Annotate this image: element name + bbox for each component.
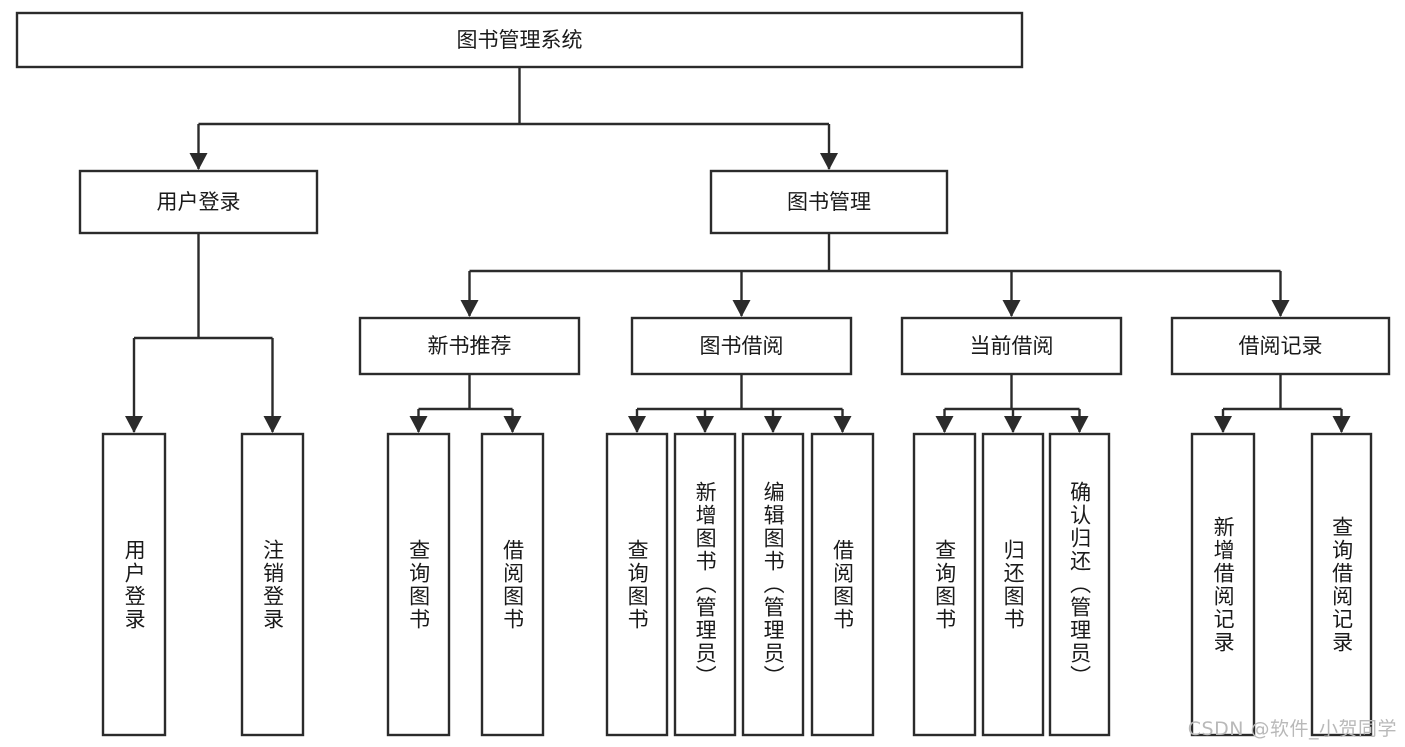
node-label-book-borrow: 图书借阅 — [700, 334, 784, 358]
arrow-head-icon — [189, 153, 208, 170]
node-box-leaf-user-login[interactable] — [101, 432, 167, 737]
node-label-leaf-confirm-return-admin: 确认归还（管理员） — [1067, 481, 1092, 688]
node-box-leaf-edit-book-admin[interactable] — [741, 432, 805, 737]
node-label-leaf-logout-login: 注销登录 — [260, 538, 285, 631]
watermark-text: CSDN @软件_小贺同学 — [1187, 718, 1397, 740]
node-label-leaf-user-login: 用户登录 — [122, 538, 147, 631]
node-box-book-borrow[interactable] — [630, 316, 853, 376]
arrow-head-icon — [696, 416, 714, 433]
node-box-leaf-borrow-book-1[interactable] — [480, 432, 545, 737]
node-box-leaf-add-book-admin[interactable] — [673, 432, 737, 737]
arrow-head-icon — [1214, 416, 1232, 433]
arrow-head-icon — [732, 300, 751, 317]
node-label-root: 图书管理系统 — [457, 28, 583, 52]
node-box-new-book-recommend[interactable] — [358, 316, 581, 376]
node-box-leaf-query-book-1[interactable] — [386, 432, 451, 737]
node-label-leaf-borrow-book-1: 借阅图书 — [500, 538, 525, 631]
boxes-layer — [15, 11, 1391, 737]
arrow-head-icon — [409, 416, 428, 433]
node-label-new-book-recommend: 新书推荐 — [428, 334, 512, 358]
connectors-layer — [125, 67, 1351, 433]
arrow-head-icon — [833, 416, 852, 433]
node-label-current-borrow: 当前借阅 — [970, 334, 1054, 358]
node-label-leaf-return-book: 归还图书 — [1001, 538, 1026, 631]
node-box-leaf-logout-login[interactable] — [240, 432, 305, 737]
node-label-user-login: 用户登录 — [157, 190, 241, 214]
arrow-head-icon — [125, 416, 143, 433]
node-label-book-manage: 图书管理 — [787, 190, 871, 214]
node-box-current-borrow[interactable] — [900, 316, 1123, 376]
arrow-head-icon — [1002, 300, 1021, 317]
arrow-head-icon — [628, 416, 646, 433]
node-label-leaf-edit-book-admin: 编辑图书（管理员） — [761, 481, 786, 688]
arrow-head-icon — [935, 416, 954, 433]
node-box-leaf-query-borrow-record[interactable] — [1310, 432, 1373, 737]
node-label-leaf-query-book-2: 查询图书 — [625, 538, 650, 631]
node-box-borrow-record[interactable] — [1170, 316, 1391, 376]
node-box-leaf-query-book-3[interactable] — [912, 432, 977, 737]
node-box-leaf-confirm-return-admin[interactable] — [1048, 432, 1111, 737]
node-label-borrow-record: 借阅记录 — [1239, 334, 1323, 358]
arrow-head-icon — [764, 416, 782, 433]
arrow-head-icon — [1271, 300, 1290, 317]
node-box-user-login[interactable] — [78, 169, 319, 235]
node-label-leaf-query-borrow-record: 查询借阅记录 — [1329, 515, 1354, 654]
arrow-head-icon — [820, 153, 838, 170]
node-box-root[interactable] — [15, 11, 1024, 69]
arrow-head-icon — [263, 416, 282, 433]
arrow-head-icon — [1004, 416, 1022, 433]
node-box-leaf-query-book-2[interactable] — [605, 432, 669, 737]
arrow-head-icon — [460, 300, 479, 317]
node-label-leaf-query-book-1: 查询图书 — [406, 538, 431, 631]
arrow-head-icon — [1070, 416, 1089, 433]
arrow-head-icon — [1332, 416, 1351, 433]
arrow-head-icon — [503, 416, 522, 433]
node-box-book-manage[interactable] — [709, 169, 949, 235]
node-label-leaf-borrow-book-2: 借阅图书 — [830, 538, 855, 631]
node-label-leaf-add-book-admin: 新增图书（管理员） — [693, 481, 718, 688]
node-box-leaf-add-borrow-record[interactable] — [1190, 432, 1256, 737]
node-box-leaf-return-book[interactable] — [981, 432, 1045, 737]
node-label-leaf-add-borrow-record: 新增借阅记录 — [1211, 515, 1236, 654]
node-label-leaf-query-book-3: 查询图书 — [932, 538, 957, 631]
node-box-leaf-borrow-book-2[interactable] — [810, 432, 875, 737]
